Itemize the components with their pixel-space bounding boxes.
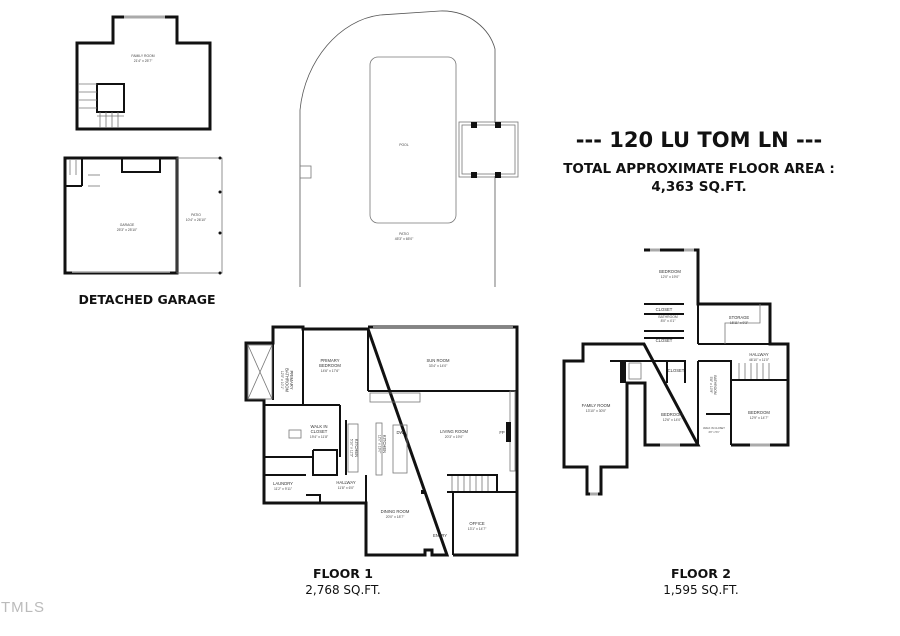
room-label: PRIMARY (289, 370, 294, 389)
room-label: BEDROOM (319, 363, 341, 368)
room-dims: 11'2" x 9'11" (274, 487, 293, 491)
floor1-title: FLOOR 1 (313, 566, 373, 581)
room-dims: 20'3" x 19'0" (445, 435, 464, 439)
room-label: BATHROOM (658, 315, 678, 319)
room-dims: 46'10" x 11'0" (749, 358, 770, 362)
room-label: WALK IN (310, 424, 327, 429)
room-label: PRIMARY (320, 358, 339, 363)
room-label: PATIO (191, 213, 201, 217)
floor1-area: 2,768 SQ.FT. (305, 583, 380, 597)
room-dims: 20'0" x 18'7" (386, 515, 405, 519)
room-label: OFFICE (469, 521, 485, 526)
room-label: SUN ROOM (426, 358, 450, 363)
room-label: BEDROOM (661, 412, 683, 417)
floor2-plan: BEDROOM 12'0" x 19'0" CLOSET BATHROOM 8'… (562, 248, 790, 496)
room-label: BEDROOM (659, 269, 681, 274)
room-dims: 12'6" x 14'0" (663, 418, 682, 422)
room-dims: 15'11" x 9'3" (730, 321, 749, 325)
room-label: WALK IN CLOSET (703, 426, 725, 430)
room-dims: 4'0" x 5'1" (708, 430, 719, 434)
room-dims: 19'4" x 11'8" (310, 435, 329, 439)
room-dims: 5'10" x 11'5" (350, 439, 354, 458)
total-area-value: 4,363 SQ.FT. (651, 179, 746, 195)
pool-patio-plan: POOL PATIO 45'3" x 65'0" (299, 10, 519, 287)
floor2-title: FLOOR 2 (671, 566, 731, 581)
room-label: BEDROOM (748, 410, 770, 415)
room-dims: 14'6" x 17'6" (321, 369, 340, 373)
room-dims: 45'3" x 65'0" (395, 237, 414, 241)
room-label: BATHROOM (285, 368, 290, 392)
room-label: LIVING ROOM (440, 429, 468, 434)
room-label: DINING ROOM (381, 509, 410, 514)
room-label: CLOSET (311, 429, 328, 434)
room-dims: 10'4" x 26'10" (186, 218, 207, 222)
detached-family-room-plan: FAMILY ROOM 21'4" x 25'7" (75, 15, 212, 131)
room-label: KITCHEN (354, 439, 359, 457)
room-label: BATHROOM (713, 375, 717, 395)
room-dims: 33'4" x 14'0" (429, 364, 448, 368)
detached-garage-title: DETACHED GARAGE (78, 292, 215, 307)
room-label: FAMILY ROOM (582, 403, 611, 408)
room-label: FAMILY ROOM (131, 54, 154, 58)
room-label: KITCHEN (382, 435, 387, 453)
room-label: PATIO (399, 232, 409, 236)
total-area-label: TOTAL APPROXIMATE FLOOR AREA : (563, 161, 835, 177)
fireplace-label: FP (499, 430, 505, 435)
room-label: HALLWAY (749, 352, 768, 357)
floor2-area: 1,595 SQ.FT. (663, 583, 738, 597)
room-dims: 25'3" x 25'10" (117, 228, 138, 232)
pool-label: POOL (399, 143, 409, 147)
room-label: HALLWAY (336, 480, 355, 485)
room-dims: 13'10" x 30'0" (586, 409, 607, 413)
room-dims: 5'8" x 10'9" (709, 377, 713, 395)
tmls-logo: TMLS (1, 599, 45, 616)
room-label: LAUNDRY (273, 481, 293, 486)
room-dims: 13'1" x 14'7" (468, 527, 487, 531)
room-label: STORAGE (729, 315, 750, 320)
closet-label: CLOSET (656, 307, 673, 312)
room-dims: 12'0" x 19'0" (661, 275, 680, 279)
entry-label: ENTRY (433, 533, 447, 538)
room-dims: 12'9" x 14'7" (750, 416, 769, 420)
room-dims: 12'5" x 10'1" (280, 371, 284, 390)
room-dims: 12'0" x 19'0" (378, 435, 382, 454)
room-label: GARAGE (120, 223, 135, 227)
floor1-plan: PRIMARY BEDROOM 14'6" x 17'6" SUN ROOM 3… (244, 325, 519, 557)
dishwasher-label: DW (397, 430, 404, 435)
room-dims: 21'4" x 25'7" (134, 59, 153, 63)
room-dims: 8'0" x 4'1" (661, 319, 677, 323)
address-title: --- 120 LU TOM LN --- (576, 128, 822, 152)
garage-plan: GARAGE 25'3" x 25'10" PATIO 10'4" x 26'1… (63, 156, 223, 275)
room-dims: 11'8" x 6'0" (338, 486, 355, 490)
closet-label: CLOSET (668, 368, 685, 373)
closet-label: CLOSET (656, 338, 673, 343)
